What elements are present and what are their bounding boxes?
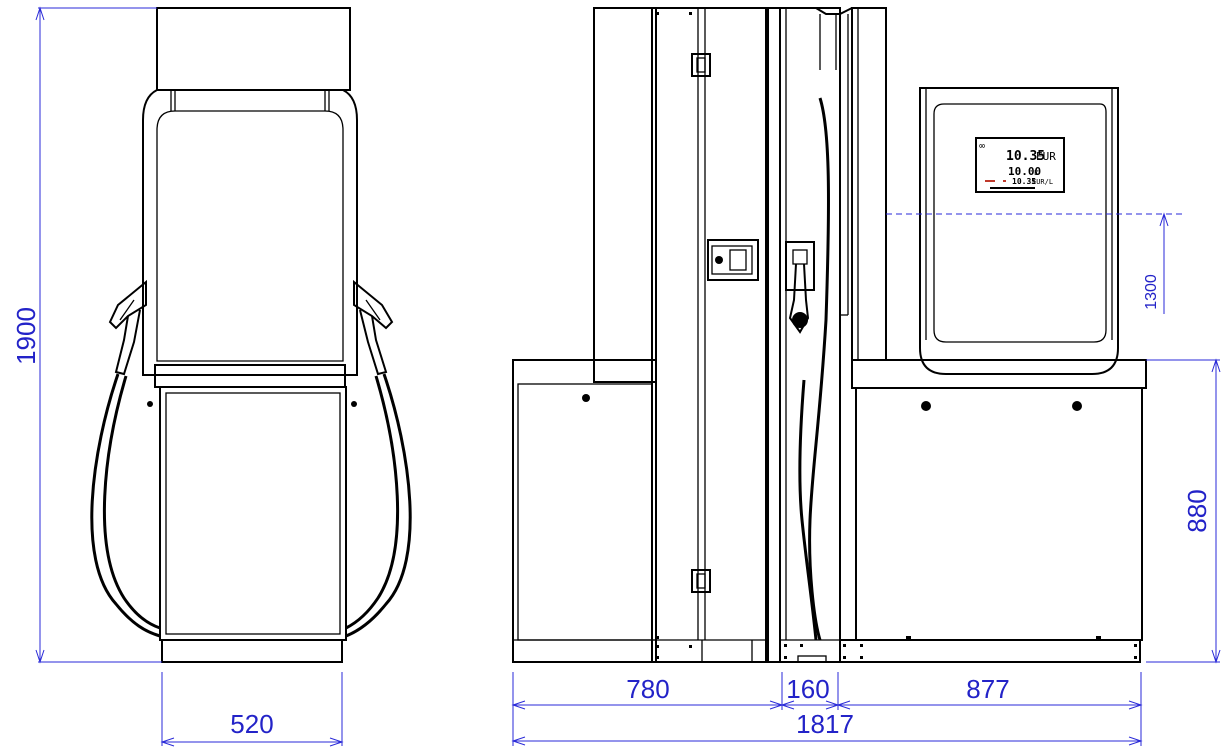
side-left-cabinet — [512, 359, 657, 663]
dimension-section-left: 780 — [626, 674, 669, 704]
display-amount: 10.35 — [1006, 149, 1045, 164]
right-hose-inner — [345, 375, 400, 630]
display-head — [919, 87, 1119, 375]
side-hose-back — [798, 379, 818, 641]
front-view — [90, 7, 412, 663]
display-volume-unit: L — [1034, 169, 1038, 177]
card-reader-icon — [707, 239, 759, 281]
side-right-cabinet — [855, 387, 1143, 641]
front-lower-body — [159, 386, 347, 641]
hinge-icon — [691, 569, 711, 593]
side-view: ∞ 10.35 EUR 10.00 L 10.35 EUR/L — [512, 7, 1147, 663]
display-accent-mark — [985, 180, 995, 182]
nozzle-holder-icon — [785, 241, 815, 334]
front-head-frame — [142, 89, 358, 376]
dimension-display-height: 1300 — [1143, 274, 1160, 310]
dimension-base-height: 880 — [1182, 489, 1212, 532]
left-hose — [90, 373, 161, 638]
dimension-section-middle: 160 — [786, 674, 829, 704]
display-amount-unit: EUR — [1036, 150, 1056, 163]
side-hose — [808, 97, 830, 641]
display-price: 10.35 — [1012, 177, 1036, 186]
dimension-total-width: 1817 — [796, 709, 854, 739]
side-right-base — [839, 639, 1141, 663]
right-hose — [345, 373, 412, 638]
hinge-icon — [691, 53, 711, 77]
dimension-front-width: 520 — [230, 709, 273, 739]
side-right-tower — [851, 7, 887, 361]
front-head-panel — [156, 110, 344, 362]
side-door-column — [651, 7, 769, 663]
left-hose-inner — [102, 375, 161, 630]
dimension-section-right: 877 — [966, 674, 1009, 704]
dimension-front-height: 1900 — [11, 307, 41, 365]
hose-swivel — [815, 7, 853, 15]
display-price-unit: EUR/L — [1032, 178, 1053, 186]
left-nozzle-icon — [108, 279, 147, 376]
display-screen: ∞ 10.35 EUR 10.00 L 10.35 EUR/L — [975, 137, 1065, 193]
display-volume: 10.00 — [1008, 165, 1041, 178]
display-symbol: ∞ — [979, 141, 985, 152]
front-base — [161, 639, 343, 663]
side-left-tower — [593, 7, 657, 383]
dimension-lines: 1900 520 780 160 877 1817 — [11, 6, 1221, 747]
front-top-column — [156, 7, 351, 91]
right-nozzle-icon — [353, 279, 394, 376]
